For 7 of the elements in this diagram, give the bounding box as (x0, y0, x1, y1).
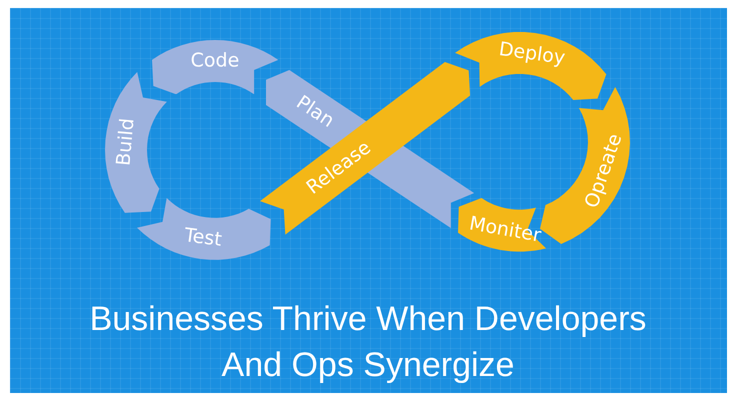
segment-label: Deploy (498, 40, 567, 68)
segment-label: Code (190, 52, 240, 70)
segment-label: Plan (292, 92, 337, 131)
segment-label: Build (114, 118, 138, 167)
segment-label: Moniter (467, 214, 542, 246)
title-text: Businesses Thrive When Developers And Ops Synergize (88, 299, 648, 386)
segment-label: Test (184, 226, 224, 250)
